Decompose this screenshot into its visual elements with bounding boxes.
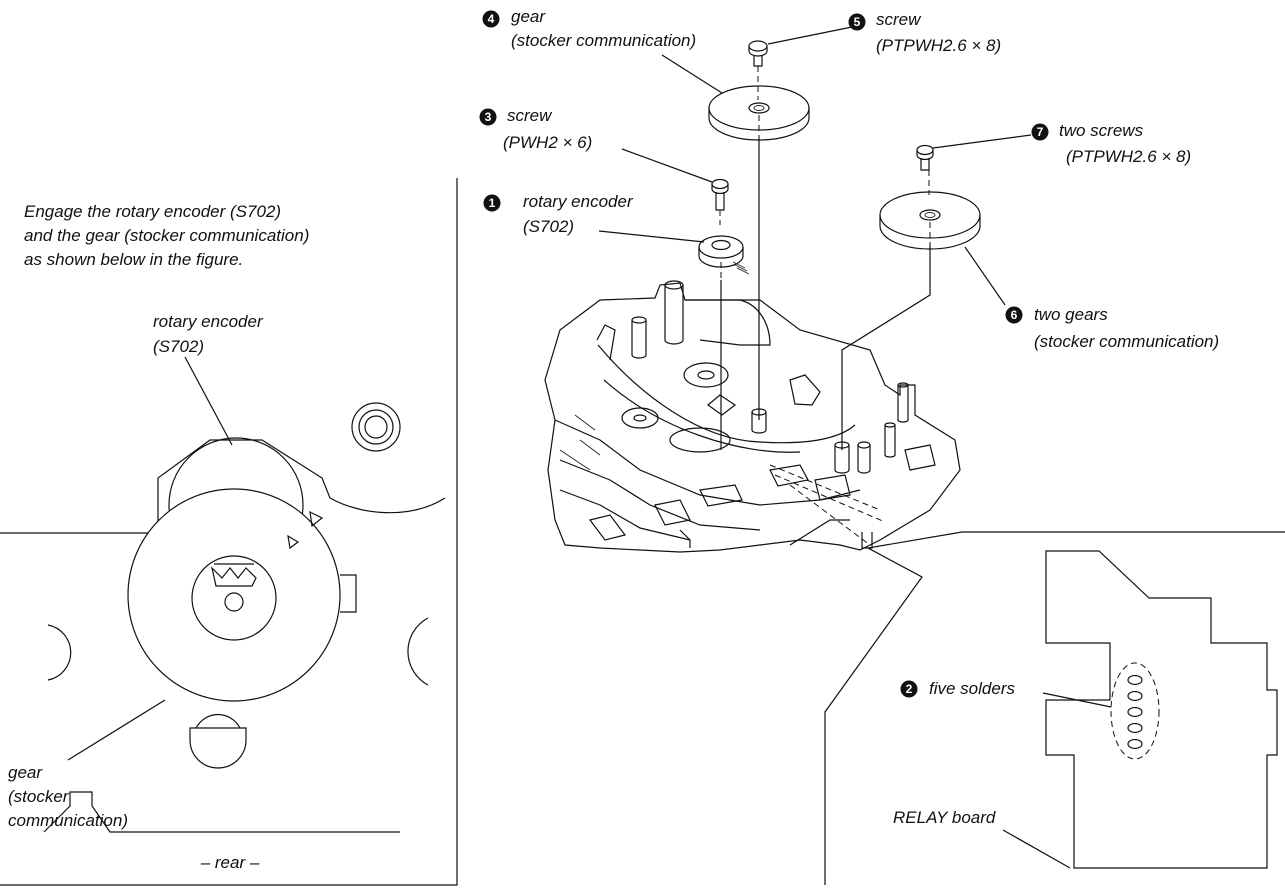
solder-group-outline xyxy=(1110,662,1160,760)
callout-5-detail: (PTPWH2.6 × 8) xyxy=(876,36,1001,55)
gears-6-leader xyxy=(964,246,1006,306)
gear-4-part xyxy=(661,54,810,141)
inset-panel: Engage the rotary encoder (S702) and the… xyxy=(0,178,458,886)
svg-text:7: 7 xyxy=(1037,125,1044,139)
solder-point xyxy=(1127,674,1143,686)
inset-gear-disc xyxy=(127,488,341,702)
callout-2-title: five solders xyxy=(929,679,1015,698)
inset-gear-label-2: (stocker xyxy=(8,787,70,806)
svg-text:2: 2 xyxy=(906,682,913,696)
callout-7-title: two screws xyxy=(1059,121,1144,140)
screw-3-leader xyxy=(621,148,713,183)
inset-encoder-leader xyxy=(184,356,233,446)
screw-7-part xyxy=(916,134,1032,171)
solder-point xyxy=(1127,738,1143,750)
inset-engagement-mark xyxy=(210,566,257,587)
rotary-encoder-part xyxy=(598,230,750,275)
solders-leader xyxy=(1042,692,1112,708)
solder-point xyxy=(1127,690,1143,702)
inset-bottom-rail xyxy=(43,791,400,833)
gears-6-part xyxy=(879,191,1006,306)
inset-instruction-line-3: as shown below in the figure. xyxy=(24,250,243,269)
svg-text:3: 3 xyxy=(485,110,492,124)
inset-instruction-line-2: and the gear (stocker communication) xyxy=(24,226,309,245)
relay-board-label: RELAY board xyxy=(893,808,996,827)
screw-5-part xyxy=(748,26,853,67)
inset-rear-label: – rear – xyxy=(200,853,260,872)
callout-3-detail: (PWH2 × 6) xyxy=(503,133,592,152)
inset-encoder-model: (S702) xyxy=(153,337,204,356)
inset-chassis-outline xyxy=(0,439,446,534)
gear-4-leader xyxy=(661,54,723,94)
inset-encoder-label: rotary encoder xyxy=(153,312,264,331)
inset-triangle-2 xyxy=(287,534,300,550)
inset-gear-label-3: communication) xyxy=(8,811,128,830)
callout-7-detail: (PTPWH2.6 × 8) xyxy=(1066,147,1191,166)
inset-triangle-1 xyxy=(309,510,324,528)
callout-6: 6 two gears (stocker communication) xyxy=(1005,305,1219,351)
screw-5-leader xyxy=(767,26,853,45)
inset-gear-label: gear xyxy=(8,763,43,782)
solder-point xyxy=(1127,722,1143,734)
callout-3: 3 screw (PWH2 × 6) xyxy=(479,106,592,152)
relay-board-leader xyxy=(1002,829,1071,869)
mechanism-chassis xyxy=(544,280,961,553)
screw-7-leader xyxy=(932,134,1032,149)
callout-5: 5 screw (PTPWH2.6 × 8) xyxy=(848,10,1001,55)
relay-board-inset: RELAY board xyxy=(824,531,1285,885)
solder-point xyxy=(1127,706,1143,718)
callout-1: 1 rotary encoder (S702) xyxy=(483,192,634,236)
svg-text:5: 5 xyxy=(854,15,861,29)
callout-5-title: screw xyxy=(876,10,922,29)
callout-3-title: screw xyxy=(507,106,553,125)
inset-tab xyxy=(340,574,357,613)
callout-4-detail: (stocker communication) xyxy=(511,31,696,50)
callout-2: 2 five solders xyxy=(900,679,1015,698)
callout-1-title: rotary encoder xyxy=(523,192,634,211)
callout-6-detail: (stocker communication) xyxy=(1034,332,1219,351)
callout-1-detail: (S702) xyxy=(523,217,574,236)
inset-boss-outer xyxy=(351,402,401,452)
inset-gear-leader xyxy=(67,699,166,761)
callout-6-title: two gears xyxy=(1034,305,1108,324)
svg-text:6: 6 xyxy=(1011,308,1018,322)
inset-lower-part xyxy=(189,739,247,769)
inset-gear-center xyxy=(224,592,244,612)
inset-right-arc xyxy=(407,617,429,686)
svg-text:1: 1 xyxy=(489,196,496,210)
encoder-leader xyxy=(598,230,705,243)
callout-7: 7 two screws (PTPWH2.6 × 8) xyxy=(1031,121,1191,166)
relay-inset-border xyxy=(824,531,1285,885)
screw-3-part xyxy=(621,148,729,211)
callout-4-title: gear xyxy=(511,7,546,26)
inset-left-arc xyxy=(47,624,72,681)
inset-border xyxy=(0,178,458,886)
svg-text:4: 4 xyxy=(488,12,495,26)
inset-gear-hub xyxy=(191,555,277,641)
relay-board-outline xyxy=(1045,550,1278,869)
callout-4: 4 gear (stocker communication) xyxy=(482,7,696,50)
inset-instruction-line-1: Engage the rotary encoder (S702) xyxy=(24,202,281,221)
